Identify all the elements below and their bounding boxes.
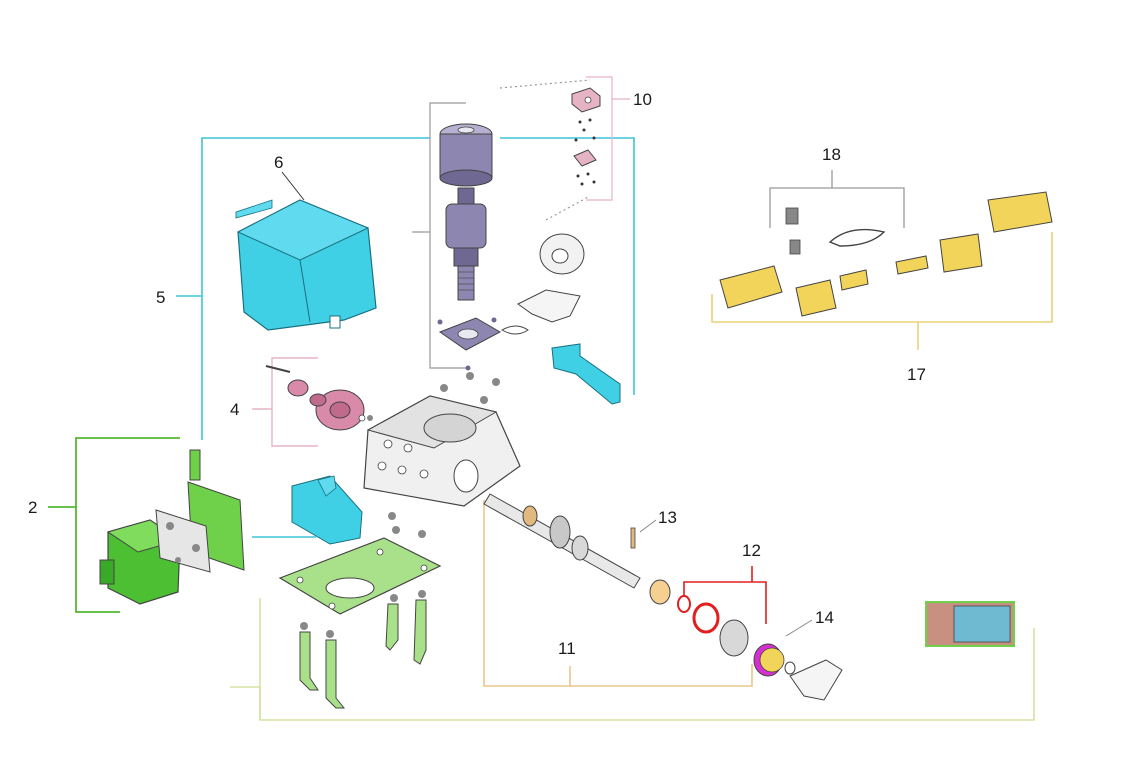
callout-2[interactable]: 2 xyxy=(28,498,38,517)
group-10-bracket xyxy=(586,76,630,201)
group-2-bracket xyxy=(48,437,180,613)
accessory-kit-icon[interactable] xyxy=(719,191,1053,317)
gear-assembly-icon[interactable] xyxy=(265,365,366,431)
cover-icon[interactable] xyxy=(235,199,377,331)
motor-group-bracket xyxy=(412,79,591,369)
motor-icon[interactable] xyxy=(437,123,502,371)
callout-5[interactable]: 5 xyxy=(156,288,166,307)
group-17-bracket xyxy=(711,232,1053,350)
rack-sample-icon[interactable] xyxy=(925,601,1015,647)
output-shaft-icon[interactable] xyxy=(483,493,843,701)
group-5-bracket xyxy=(176,137,635,538)
callout-10[interactable]: 10 xyxy=(633,90,652,109)
gearbox-housing-icon[interactable] xyxy=(363,372,521,507)
callout-12[interactable]: 12 xyxy=(742,541,761,560)
base-plate-icon[interactable] xyxy=(278,512,442,709)
group-18-bracket xyxy=(769,170,905,228)
callout-11[interactable]: 11 xyxy=(558,639,576,658)
group-11-bracket xyxy=(483,500,753,687)
callout-18[interactable]: 18 xyxy=(822,145,841,164)
group-12-bracket xyxy=(683,566,767,624)
group-4-bracket xyxy=(252,357,318,447)
rack-icon[interactable] xyxy=(500,233,621,405)
callout-6[interactable]: 6 xyxy=(274,153,284,172)
callout-4[interactable]: 4 xyxy=(230,400,240,419)
control-board-icon[interactable] xyxy=(99,449,245,605)
callout-13[interactable]: 13 xyxy=(658,508,677,527)
control-cover-icon[interactable] xyxy=(291,475,363,545)
callout-14[interactable]: 14 xyxy=(815,608,834,627)
base-group-bracket xyxy=(230,598,1035,721)
callout-17[interactable]: 17 xyxy=(907,365,926,384)
limit-switch-icon[interactable] xyxy=(571,87,601,186)
